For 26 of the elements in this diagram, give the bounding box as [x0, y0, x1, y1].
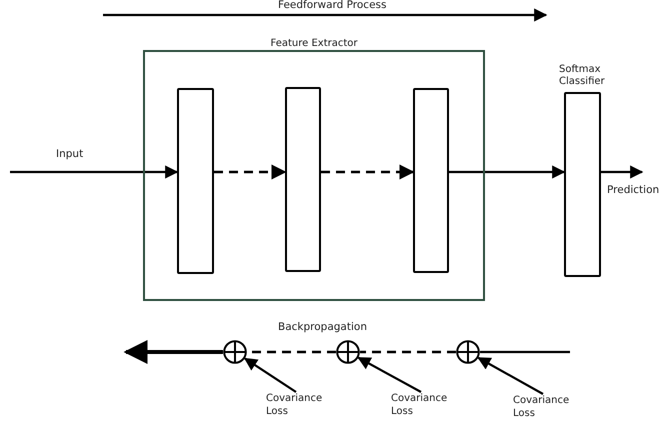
group-title: Feature Extractor — [269, 38, 358, 50]
connector-line — [360, 350, 456, 354]
leader-arrow — [357, 356, 422, 393]
arrow — [10, 165, 178, 179]
arrow — [124, 340, 223, 364]
layer-box — [285, 87, 321, 272]
edge-label: Prediction — [607, 184, 660, 196]
arrow — [321, 164, 414, 180]
arrow — [601, 165, 644, 179]
edge-label: Input — [56, 148, 84, 160]
loss-label: Covariance Loss — [391, 392, 463, 418]
arrow — [214, 164, 286, 180]
arrow — [449, 165, 566, 179]
layer-title: Softmax Classifier — [559, 64, 606, 88]
loss-label: Covariance Loss — [513, 394, 585, 420]
layer-box — [413, 88, 449, 273]
loss-label: Covariance Loss — [266, 392, 338, 418]
leader-arrow — [244, 358, 297, 393]
process-label: Backpropagation — [278, 321, 367, 333]
connector-line — [480, 350, 570, 354]
leader-arrow — [477, 356, 544, 395]
process-label: Feedforward Process — [278, 0, 386, 11]
circled-plus-symbol — [336, 340, 360, 364]
circled-plus-symbol — [223, 340, 247, 364]
circled-plus-symbol — [456, 340, 480, 364]
layer-box — [177, 88, 214, 274]
